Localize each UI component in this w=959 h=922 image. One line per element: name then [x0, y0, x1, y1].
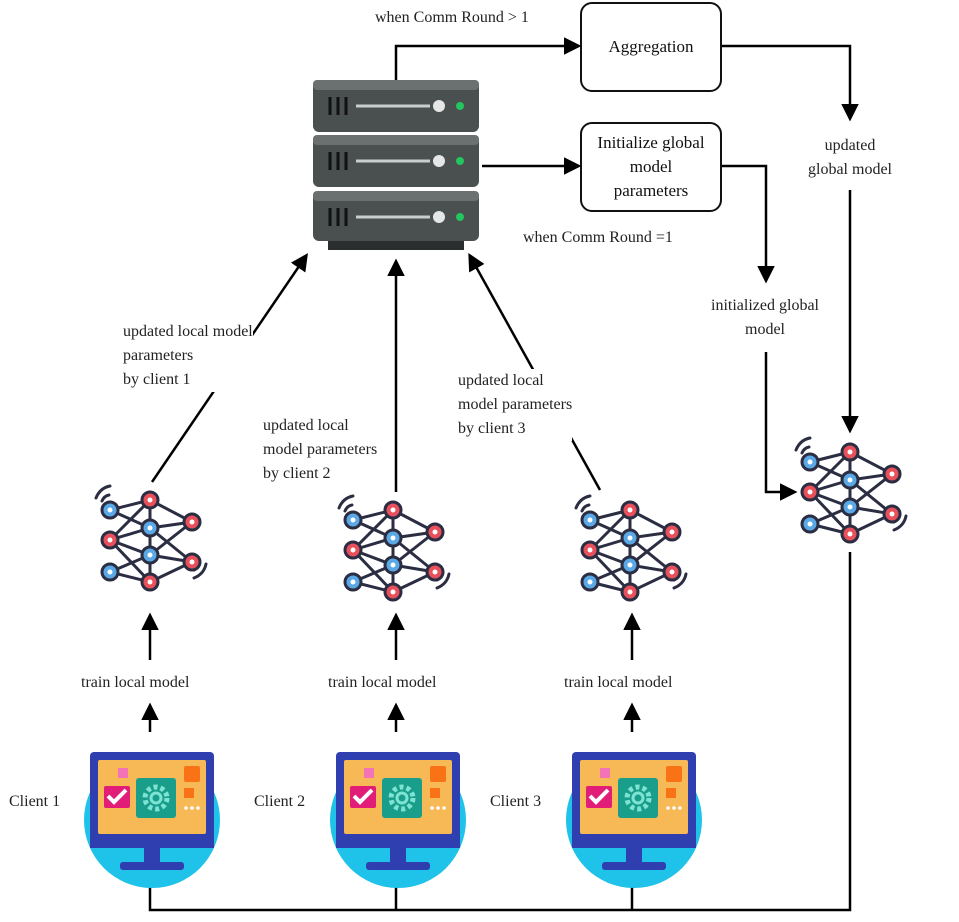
- client2-params-label: updated local model parameters by client…: [263, 414, 378, 486]
- updated-global-model-label: updated global model: [780, 134, 920, 182]
- desktop-monitor-icon: [566, 752, 702, 888]
- train-local-model-label-3: train local model: [564, 671, 673, 695]
- neural-network-icon: [94, 484, 208, 592]
- client3-label: Client 3: [490, 793, 542, 810]
- neural-network-icon: [337, 494, 451, 602]
- client3-params-label: updated local model parameters by client…: [458, 369, 573, 441]
- edge-global-clients-loop: [141, 552, 852, 912]
- client1-params-line3: by client 1: [123, 371, 191, 388]
- aggregation-label: Aggregation: [608, 37, 694, 56]
- client2-label: Client 2: [254, 793, 306, 810]
- initialize-global-box: Initialize global model parameters: [580, 122, 722, 212]
- client3-params-line2: model parameters: [458, 396, 573, 413]
- updated-global-line2: global model: [808, 161, 892, 178]
- updated-global-line1: updated: [824, 137, 876, 154]
- client3-params-line3: by client 3: [458, 420, 526, 437]
- edge-aggregation-updated: [722, 44, 859, 122]
- client3-params-line1: updated local: [458, 372, 544, 389]
- desktop-monitor-icon: [330, 752, 466, 888]
- train-local-model-label-2: train local model: [328, 671, 437, 695]
- train-local-model-label-1: train local model: [81, 671, 190, 695]
- server-rack-icon: [313, 80, 479, 250]
- client1-label: Client 1: [9, 793, 61, 810]
- client2-params-line1: updated local: [263, 417, 349, 434]
- edge-server-aggregation: [394, 37, 582, 80]
- init-label-line3: parameters: [613, 181, 689, 200]
- comm-round-eq1-label: when Comm Round =1: [523, 229, 673, 246]
- initialized-global-line2: model: [745, 321, 785, 338]
- edge-initialized-network: [764, 352, 798, 501]
- client1-params-line1: updated local model: [123, 323, 253, 340]
- neural-network-icon: [574, 494, 688, 602]
- initialized-global-model-label: initialized global model: [690, 294, 840, 342]
- client2-params-line3: by client 2: [263, 465, 331, 482]
- edge-init-initialized: [722, 164, 775, 284]
- init-label-line2: model: [629, 157, 673, 176]
- desktop-monitor-icon: [84, 752, 220, 888]
- aggregation-box: Aggregation: [580, 2, 722, 92]
- neural-network-icon: [794, 436, 908, 544]
- init-label-line1: Initialize global: [597, 133, 705, 152]
- comm-round-gt1-label: when Comm Round > 1: [375, 9, 529, 26]
- client2-params-line2: model parameters: [263, 441, 378, 458]
- client1-params-label: updated local model parameters by client…: [123, 320, 253, 392]
- initialized-global-line1: initialized global: [711, 297, 819, 314]
- client1-params-line2: parameters: [123, 347, 194, 364]
